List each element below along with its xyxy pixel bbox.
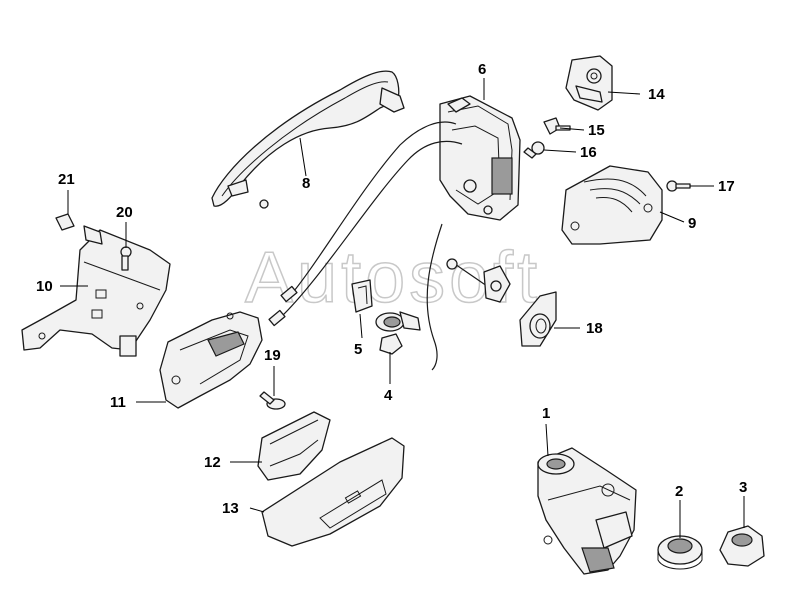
callout-10: 10 <box>36 278 53 295</box>
part-4-lock-cylinder <box>375 311 421 355</box>
cable-assembly <box>268 121 501 371</box>
part-21-clip-nut <box>55 213 75 231</box>
callout-17: 17 <box>718 178 735 195</box>
callout-6: 6 <box>478 61 486 78</box>
callout-20: 20 <box>116 204 133 221</box>
callout-13: 13 <box>222 500 239 517</box>
callout-12: 12 <box>204 454 221 471</box>
part-2-ring-nut <box>657 535 703 570</box>
part-10-bracket <box>21 225 171 357</box>
part-6-latch-assembly <box>439 95 521 221</box>
callout-18: 18 <box>586 320 603 337</box>
part-5-clip <box>351 279 373 313</box>
callout-16: 16 <box>580 144 597 161</box>
leader-lines <box>60 78 745 538</box>
callout-11: 11 <box>110 394 126 411</box>
callout-8: 8 <box>302 175 310 192</box>
callout-15: 15 <box>588 122 605 139</box>
part-actuator-link <box>446 258 511 303</box>
part-17-screw <box>666 180 691 192</box>
part-3-cap-nut <box>719 525 765 567</box>
callout-19: 19 <box>264 347 281 364</box>
part-19-screw <box>259 391 286 410</box>
callout-2: 2 <box>675 483 683 500</box>
callout-5: 5 <box>354 341 362 358</box>
callout-1: 1 <box>542 405 550 422</box>
part-14-striker-bracket <box>565 55 613 111</box>
part-12-handle-bezel <box>257 411 331 481</box>
callout-21: 21 <box>58 171 75 188</box>
part-1-ignition-lock <box>537 447 637 575</box>
part-16-screw <box>523 141 545 159</box>
part-20-screw <box>120 246 132 271</box>
part-15-screw <box>543 117 571 135</box>
callout-4: 4 <box>384 387 393 404</box>
callout-9: 9 <box>688 215 696 232</box>
part-9-latch-cover <box>561 165 663 245</box>
part-18-grommet <box>519 291 557 347</box>
part-8-exterior-handle <box>211 70 405 209</box>
part-11-inner-handle <box>159 311 263 409</box>
callout-3: 3 <box>739 479 747 496</box>
callout-labels: 6 14 15 16 17 9 8 21 20 10 5 4 18 19 11 … <box>36 61 747 517</box>
callout-14: 14 <box>648 86 665 103</box>
part-13-handle-trim <box>261 437 405 547</box>
